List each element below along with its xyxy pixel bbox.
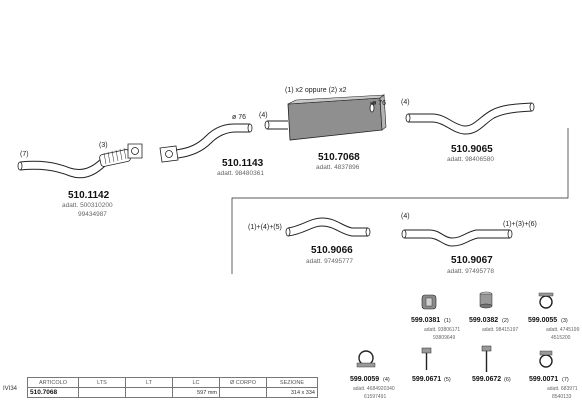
part-510-1143[interactable] [159,123,253,163]
code-510-7068: 510.7068 [318,152,360,163]
connector-line [231,128,569,274]
col-corpo: Ø CORPO [219,377,267,388]
ref-599-0382: adatt. 98415197 [482,327,518,333]
col-articolo: ARTICOLO [27,377,79,388]
col-lts: LTS [78,377,126,388]
part-510-1142[interactable] [17,143,143,179]
cell-lts [78,387,126,398]
code-599-0671: 599.0671 [412,376,441,383]
diameter-76-a: ø 76 [232,114,246,121]
bolt-long-icon[interactable] [481,345,492,372]
ref-510-1142-a: adatt. 500310200 [62,202,113,209]
cell-articolo: 510.7068 [27,387,79,398]
num-599-0382: (2) [502,318,509,324]
diameter-76-b: ø 76 [372,100,386,107]
spec-table-row: 510.7068 597 mm 314 x 334 [27,387,318,398]
spec-table: ARTICOLO LTS LT LC Ø CORPO SEZIONE 510.7… [27,377,318,398]
col-lc: LC [172,377,220,388]
part-510-9066[interactable] [285,217,371,237]
code-599-0055: 599.0055 [528,317,557,324]
ref-510-7068: adatt. 4837896 [316,164,360,171]
code-599-0672: 599.0672 [472,376,501,383]
ref-599-0071-a: adatt. 683971 [547,386,578,392]
part-options-1-or-2: (1) x2 oppure (2) x2 [285,87,347,94]
ref-510-9066: adatt. 97495777 [306,258,353,265]
col-lt: LT [125,377,173,388]
part-510-9067[interactable] [401,229,513,247]
rubber-mount-icon[interactable] [479,291,493,309]
cell-lt [125,387,173,398]
code-510-1143: 510.1143 [222,158,264,169]
hanger-icon[interactable] [421,294,437,310]
code-510-9067: 510.9067 [451,255,493,266]
ref-599-0059-b: 61597491 [364,394,386,400]
cell-sezione: 314 x 334 [266,387,318,398]
ref-599-0381-b: 93809649 [433,335,455,341]
part-number-4-rear: (4) [401,99,410,106]
code-599-0071: 599.0071 [529,376,558,383]
spec-table-header: ARTICOLO LTS LT LC Ø CORPO SEZIONE [27,377,318,388]
u-clamp-icon[interactable] [356,350,376,368]
band-clamp-icon[interactable] [539,350,553,368]
bolt-icon[interactable] [421,347,432,370]
part-numbers-1-4-5: (1)+(4)+(5) [248,224,282,231]
catalog-side-tag: IVI34 [3,386,18,392]
code-510-9066: 510.9066 [311,245,353,256]
part-510-9065[interactable] [405,102,535,135]
part-510-7068[interactable] [264,94,387,141]
cell-corpo [219,387,267,398]
clamp-icon[interactable] [538,292,554,309]
ref-599-0071-b: 8540133 [552,394,572,400]
num-599-0055: (3) [561,318,568,324]
code-599-0381: 599.0381 [411,317,440,324]
num-599-0381: (1) [444,318,451,324]
spec-table-wrap: ARTICOLO LTS LT LC Ø CORPO SEZIONE 510.7… [0,377,382,398]
code-510-9065: 510.9065 [451,144,493,155]
ref-599-0059-a: adatt. 4684920340 [353,386,395,392]
ref-599-0055-a: adatt. 4745199 [546,327,580,333]
ref-599-0381-a: adatt. 93806171 [424,327,460,333]
ref-510-9067: adatt. 97495778 [447,268,494,275]
col-sezione: SEZIONE [266,377,318,388]
num-599-0671: (5) [444,377,451,383]
part-number-3: (3) [99,142,108,149]
num-599-0059: (4) [383,377,390,383]
ref-599-0055-b: 4515200 [551,335,571,341]
ref-510-1143: adatt. 98480361 [217,170,264,177]
code-599-0382: 599.0382 [469,317,498,324]
part-number-4-silencer: (4) [259,112,268,119]
num-599-0672: (6) [504,377,511,383]
code-510-1142: 510.1142 [68,190,110,201]
code-599-0059: 599.0059 [350,376,379,383]
part-number-4-tail: (4) [401,213,410,220]
ref-510-1142-b: 99434987 [78,211,107,218]
cell-lc: 597 mm [172,387,220,398]
ref-510-9065: adatt. 98406580 [447,156,494,163]
num-599-0071: (7) [562,377,569,383]
part-numbers-1-3-6: (1)+(3)+(6) [503,221,537,228]
part-number-7: (7) [20,151,29,158]
